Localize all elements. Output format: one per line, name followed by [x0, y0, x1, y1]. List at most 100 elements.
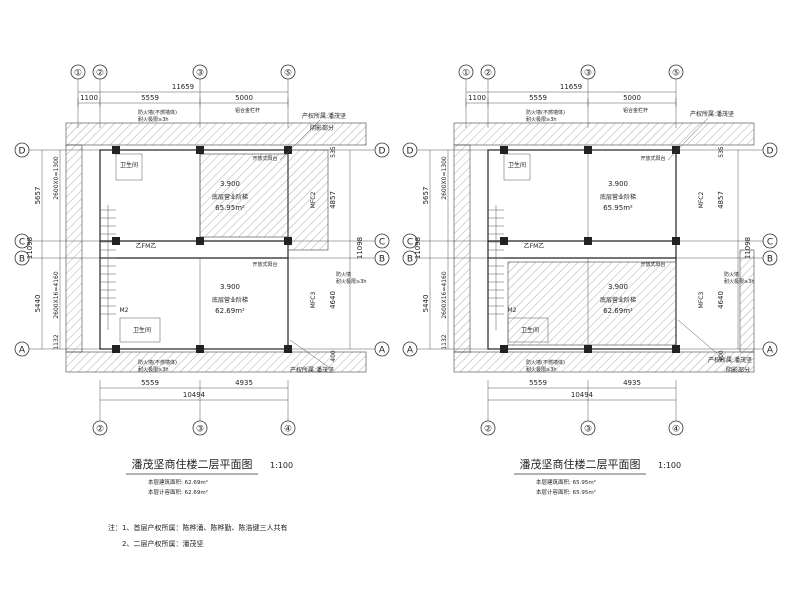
dim-top-seg-2: 5000: [623, 94, 641, 102]
hatch-top-strip: [65, 122, 367, 146]
shadow-part-label: 阴影部分: [726, 366, 750, 374]
upper-room-name: 底层营业阶梯: [212, 193, 248, 201]
dim-right-inner-1: 4640: [329, 291, 337, 309]
dim-top-seg-1: 5559: [529, 94, 547, 102]
dim-left-outer-0: 5657: [34, 187, 42, 205]
axis-top-2-label: ③: [196, 69, 204, 79]
plan-scale: 1:100: [270, 461, 293, 470]
owner-top-label: 产权所属:潘茂坚: [690, 110, 734, 118]
plan-area-1: 本层建筑面积: 62.69m²: [148, 478, 208, 486]
axis-bottom-0-label: ②: [484, 425, 492, 435]
lower-balcony-label: 开放式阳台: [252, 261, 277, 268]
rail-note: 铝合金栏杆: [235, 107, 260, 114]
plan-area-1: 本层建筑面积: 65.95m²: [536, 478, 596, 486]
dim-bottom-seg-1: 4935: [623, 379, 641, 387]
wc1-box: [503, 153, 531, 181]
fire-wall-bottom-note: 防火墙(不燃墙体): [138, 359, 177, 366]
axis-left-3-label: A: [407, 346, 414, 356]
mfc3-label: MFC3: [698, 292, 705, 309]
column-7: [584, 345, 592, 353]
axis-left-2-label: B: [19, 255, 25, 265]
fire-wall-top-note: 防火墙(不燃墙体): [526, 109, 565, 116]
upper-balcony-label: 开放式阳台: [252, 155, 277, 162]
dim-left-inner-0: 2600X0=1300: [441, 156, 448, 200]
column-0: [112, 146, 120, 154]
note-line-2: 2、二层产权所属：潘茂坚: [122, 540, 204, 548]
axis-right-0-label: D: [767, 147, 774, 157]
axis-right-3-label: A: [379, 346, 386, 356]
wc1-label: 卫生间: [120, 161, 138, 169]
axis-right-2-label: B: [379, 255, 385, 265]
dim-right-total: 11098: [744, 237, 752, 259]
mfc2-label: MFC2: [698, 192, 705, 209]
fm-label: 乙FM乙: [524, 243, 545, 250]
m2-label: M2: [120, 307, 129, 314]
dim-left-outer-1: 5440: [34, 295, 42, 313]
hatch-right-strip: [739, 249, 755, 353]
plan-title: 潘茂坚商住楼二层平面图: [132, 457, 253, 471]
owner-top-leader: [279, 119, 321, 161]
axis-left-1-label: C: [407, 238, 413, 248]
owner-top-label: 产权所属:潘茂坚: [302, 112, 346, 120]
axis-left-0-label: D: [19, 147, 26, 157]
axis-left-0-label: D: [407, 147, 414, 157]
upper-level-elev: 3.900: [220, 180, 240, 188]
plan-area-2: 本层计容面积: 65.95m²: [536, 488, 596, 496]
column-4: [196, 237, 204, 245]
dim-bottom-seg-1: 4935: [235, 379, 253, 387]
fm-label: 乙FM乙: [136, 243, 157, 250]
axis-top-1-label: ②: [484, 69, 492, 79]
wc1-box: [115, 153, 143, 181]
upper-level-elev: 3.900: [608, 180, 628, 188]
column-2: [672, 146, 680, 154]
plan-scale: 1:100: [658, 461, 681, 470]
dim-bottom-seg-0: 5559: [529, 379, 547, 387]
plan-area-2: 本层计容面积: 62.69m²: [148, 488, 208, 496]
wc2-label: 卫生间: [521, 326, 539, 334]
column-8: [284, 345, 292, 353]
dim-left-total: 11098: [26, 237, 34, 259]
axis-left-3-label: A: [19, 346, 26, 356]
axis-left-2-label: B: [407, 255, 413, 265]
column-1: [584, 146, 592, 154]
axis-right-1-label: C: [767, 238, 773, 248]
upper-room-name: 底层营业阶梯: [600, 193, 636, 201]
upper-room-area: 65.95m²: [603, 204, 633, 212]
side-fire-note: 防火墙: [336, 271, 351, 278]
fire-wall-top-note: 防火墙(不燃墙体): [138, 109, 177, 116]
dim-top-seg-0: 1100: [468, 94, 486, 102]
axis-right-1-label: C: [379, 238, 385, 248]
owner-bottom-label: 产权所属:潘茂坚: [290, 366, 334, 374]
lower-room-area: 62.69m²: [603, 307, 633, 315]
dim-top-seg-2: 5000: [235, 94, 253, 102]
shaded-upper-room: [199, 153, 289, 238]
lower-balcony-label: 开放式阳台: [640, 261, 665, 268]
column-1: [196, 146, 204, 154]
axis-bottom-1-label: ③: [584, 425, 592, 435]
dim-right-inner-0: 4857: [329, 191, 337, 209]
m2-label: M2: [508, 307, 517, 314]
column-3: [500, 237, 508, 245]
owner-bottom-label: 产权所属:潘茂坚: [708, 356, 752, 364]
axis-right-2-label: B: [767, 255, 773, 265]
owner-bottom-leader: [677, 319, 721, 357]
fire-wall-bottom-note-2: 耐火极限≥3h: [526, 366, 557, 373]
dim-top-total: 11659: [560, 83, 582, 91]
dim-left-inner-5: 1132: [441, 334, 448, 349]
axis-bottom-2-label: ④: [284, 425, 292, 435]
shaded-lower-room: [507, 261, 677, 346]
column-4: [584, 237, 592, 245]
axis-top-3-label: ⑤: [284, 69, 292, 79]
column-2: [284, 146, 292, 154]
dim-left-outer-1: 5440: [422, 295, 430, 313]
dim-left-inner-4: 2600X16=4160: [441, 271, 448, 318]
dim-left-inner-4: 2600X16=4160: [53, 271, 60, 318]
column-5: [672, 237, 680, 245]
side-fire-note-2: 耐火极限≥3h: [336, 278, 367, 285]
fire-wall-top-note-2: 耐火极限≥3h: [526, 116, 557, 123]
notes-block: 注：1、首层产权所属：陈桦涌、陈桦勤、陈浩键三人共有 2、二层产权所属：潘茂坚: [108, 520, 287, 552]
wc2-box: [119, 317, 161, 343]
